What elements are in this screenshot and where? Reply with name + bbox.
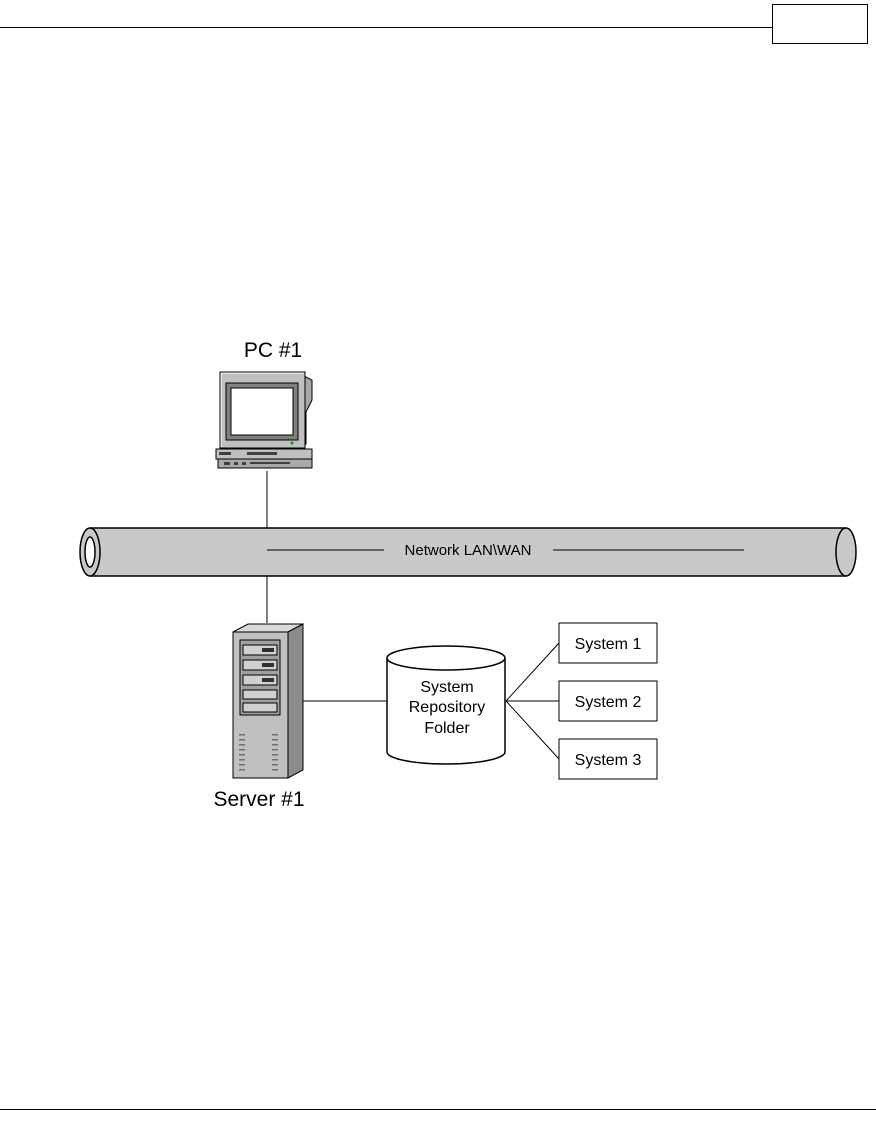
pc-screen [231, 388, 293, 435]
system-2-label: System 2 [575, 694, 642, 711]
server-icon [233, 624, 303, 778]
system-1-box: System 1 [559, 623, 657, 663]
footer-rule [0, 1109, 876, 1110]
repository-to-system-3-line [506, 701, 559, 759]
repository-label-line-3: Folder [424, 720, 470, 737]
system-3-label: System 3 [575, 752, 642, 769]
system-1-label: System 1 [575, 636, 642, 653]
repository-to-system-1-line [506, 643, 559, 701]
repository-label-line-2: Repository [409, 699, 485, 716]
pc-icon [216, 372, 312, 468]
system-3-box: System 3 [559, 739, 657, 779]
system-2-box: System 2 [559, 681, 657, 721]
repository-label-line-1: System [420, 679, 473, 696]
pc-label: PC #1 [244, 339, 302, 362]
network-label: Network LAN\WAN [405, 542, 532, 559]
server-label: Server #1 [213, 788, 304, 811]
